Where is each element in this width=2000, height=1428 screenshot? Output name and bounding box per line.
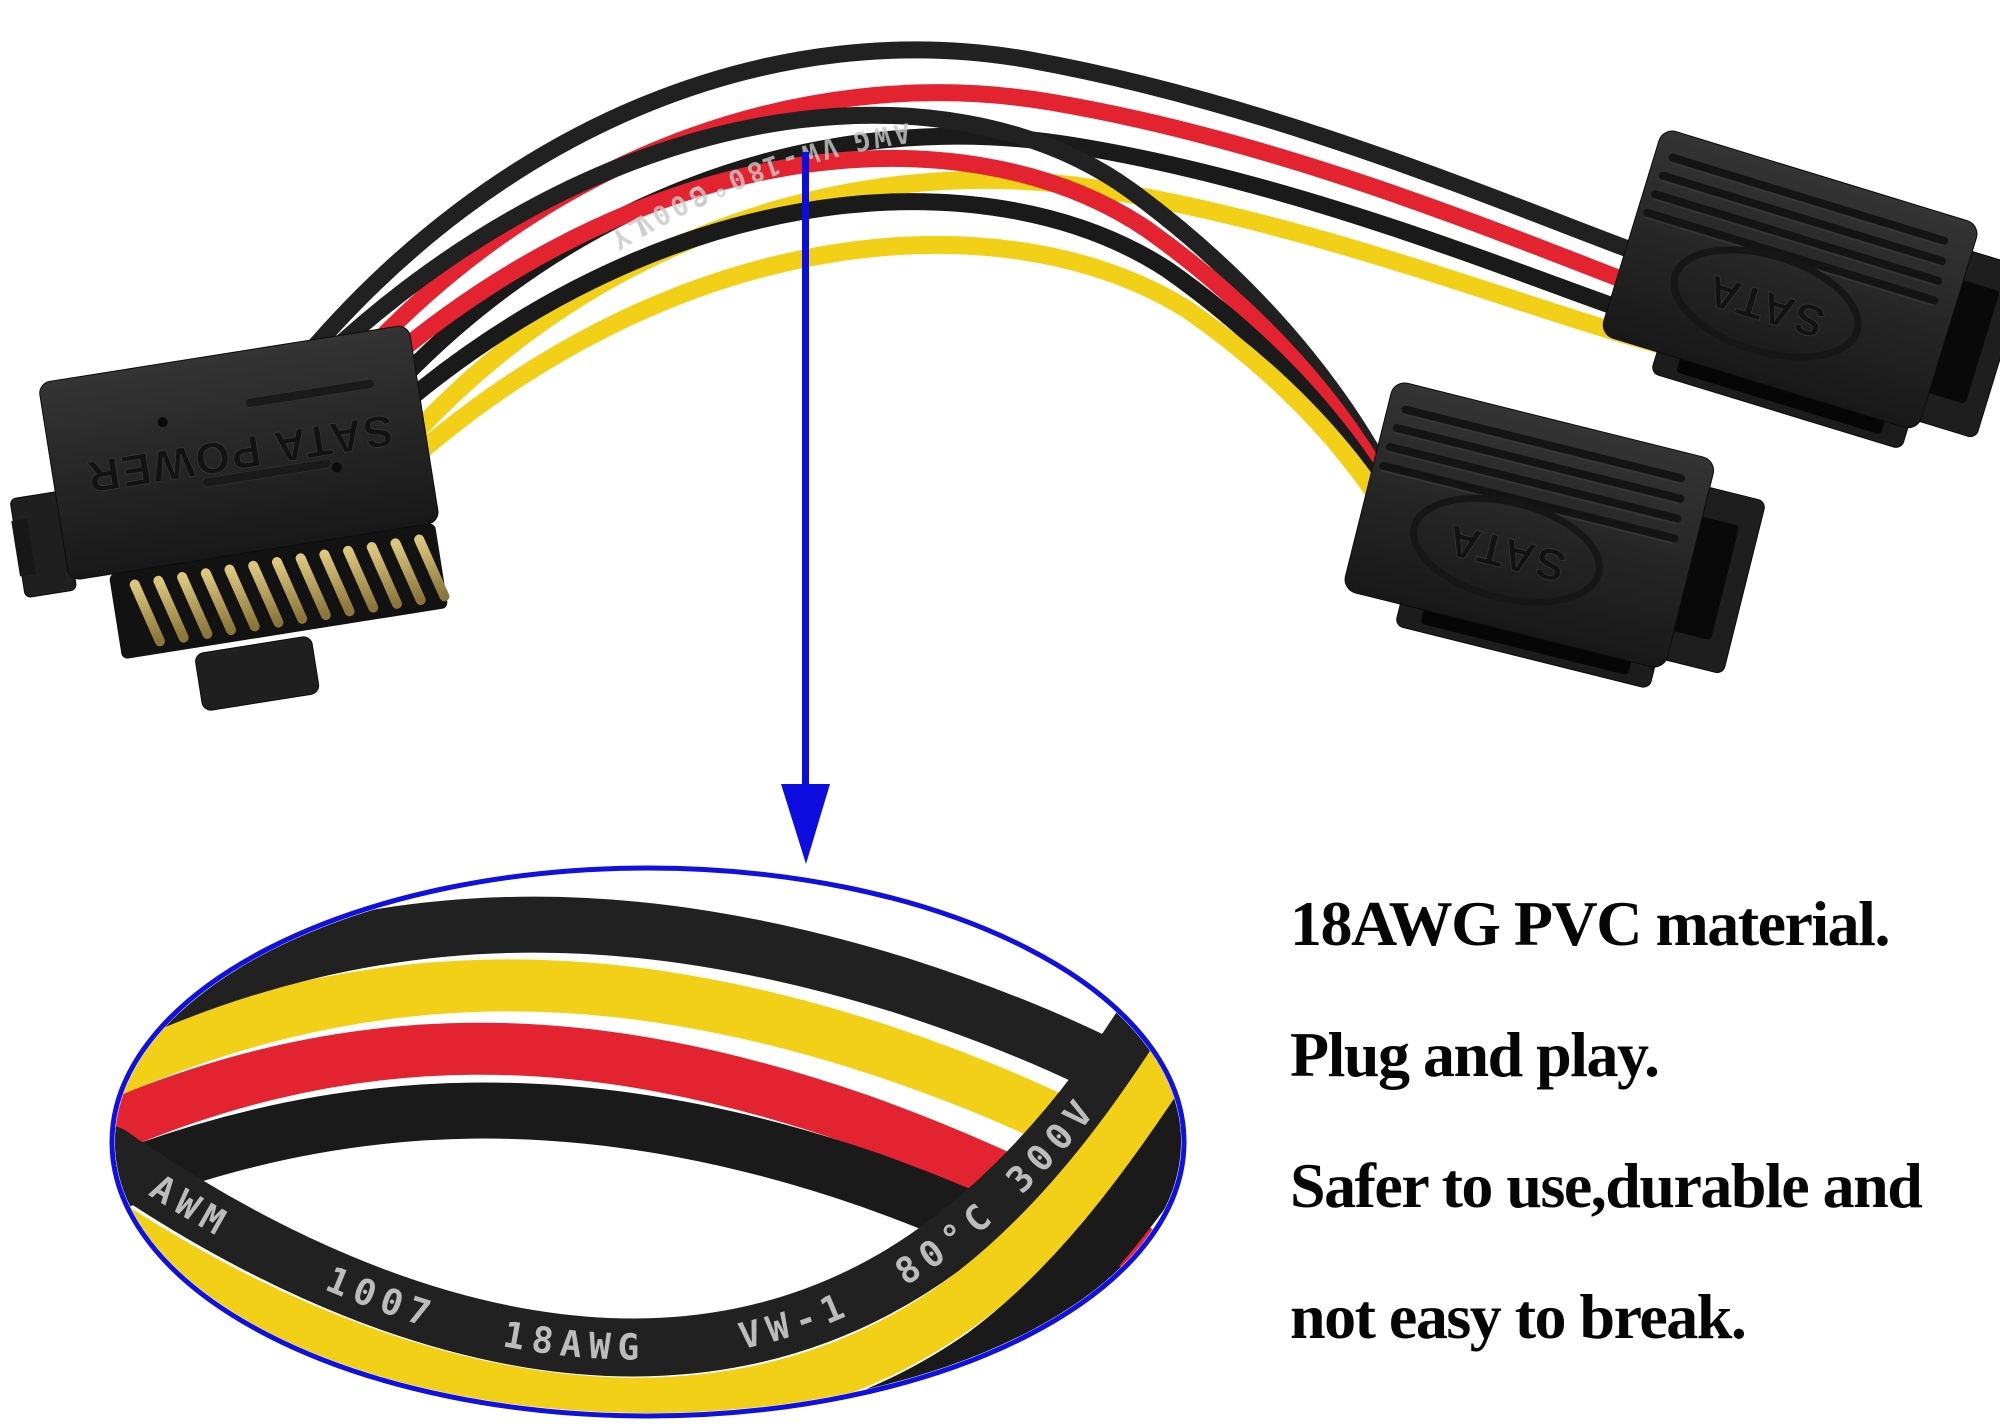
- wire-black: [291, 106, 1407, 509]
- connector-latch-notch: [11, 518, 36, 577]
- sata-male-connector: SATA POWER: [10, 325, 450, 711]
- zoom-arrow: [781, 152, 830, 864]
- arrow-shaft: [802, 152, 809, 788]
- body-ridges: [1379, 405, 1686, 543]
- connector-slot: [1916, 277, 1999, 404]
- wire-red: [319, 150, 1417, 544]
- sata-female-connector-bottom: SATA: [1344, 382, 1765, 688]
- feature-text-block: 18AWG PVC material. Plug and play. Safer…: [1290, 858, 1923, 1382]
- wire-black: [286, 41, 1672, 379]
- emboss-oval: [1410, 494, 1603, 606]
- connector-body: [1344, 382, 1715, 668]
- body-ridges-highlight: [1644, 161, 1944, 307]
- connector-foot: [195, 636, 320, 711]
- mold-dot: [331, 462, 342, 473]
- svg-text:VW-1: VW-1: [755, 131, 841, 184]
- feature-line: Plug and play.: [1290, 1019, 1660, 1090]
- mold-dot: [157, 417, 168, 428]
- wire-print-segment: VW-1: [755, 131, 837, 184]
- zoom-inset: AWM 1007 18AWG VW-1 80°C 300V L: [109, 865, 1187, 1419]
- inset-wire-yellow: [115, 948, 1181, 1413]
- body-ridges-highlight: [1381, 413, 1681, 545]
- feature-line: Safer to use,durable and: [1290, 1150, 1923, 1221]
- emboss-oval: [1670, 246, 1862, 361]
- feature-line: not easy to break.: [1290, 1281, 1747, 1352]
- pin-carrier: [109, 523, 448, 659]
- emboss-dash: [202, 458, 332, 488]
- body-ridges: [1643, 153, 1949, 305]
- wire-yellow: [373, 235, 1433, 604]
- connector-slot: [1661, 514, 1739, 640]
- feature-line: 18AWG PVC material.: [1290, 888, 1890, 959]
- emboss-dash: [245, 379, 375, 408]
- sata-female-connector-top: SATA: [1602, 130, 2000, 448]
- inset-wire-yellow: [997, 871, 1181, 958]
- inset-wires: AWM 1007 18AWG VW-1 80°C 300V L: [115, 871, 1181, 1413]
- gold-pins: [129, 534, 450, 647]
- arrow-head-icon: [781, 784, 830, 864]
- inset-wire-black-printed: [115, 891, 1181, 1377]
